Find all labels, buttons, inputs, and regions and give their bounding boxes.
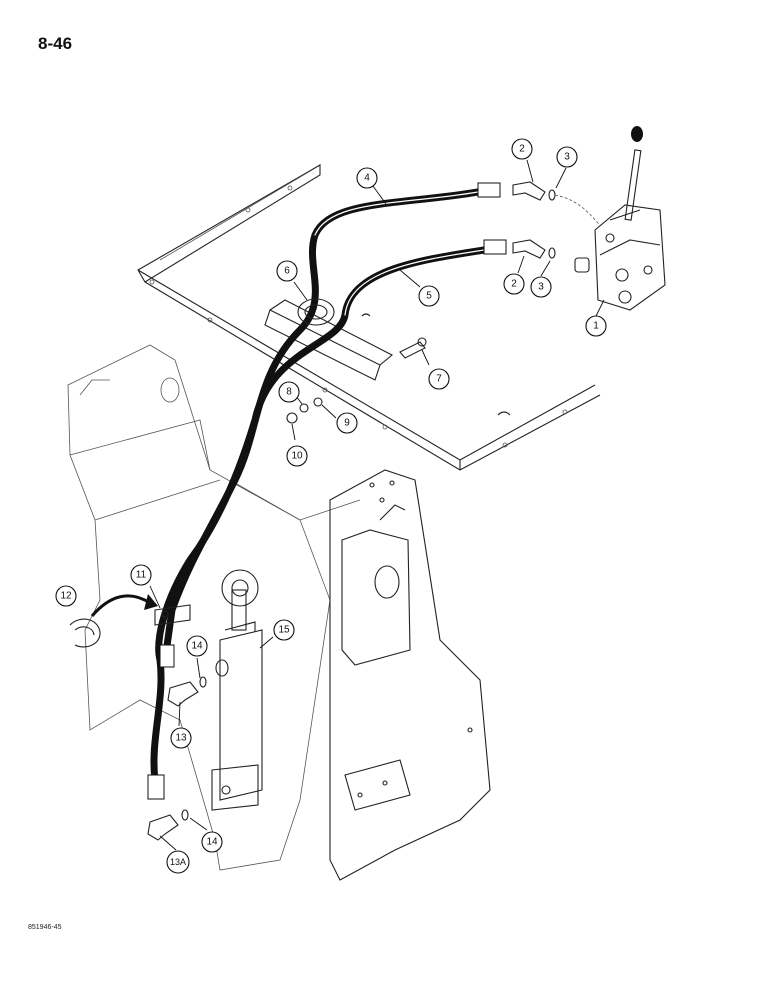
callout-7: 7 — [428, 368, 450, 390]
callout-15: 15 — [273, 619, 295, 641]
figure-code: 851946-45 — [28, 924, 62, 931]
callout-3-lower: 3 — [530, 276, 552, 298]
callout-1: 1 — [585, 315, 607, 337]
callout-label: 3 — [564, 152, 570, 163]
callout-3-upper: 3 — [556, 146, 578, 168]
page-number: 8-46 — [38, 34, 73, 53]
pointer-arrow — [90, 594, 158, 617]
hose-assembly — [150, 188, 488, 784]
callout-label: 12 — [60, 591, 72, 602]
callout-label: 8 — [286, 387, 292, 398]
callout-6: 6 — [276, 260, 298, 282]
hydraulic-cylinder — [211, 569, 263, 811]
callout-13a: 13A — [166, 850, 190, 874]
floor-plate — [137, 164, 601, 471]
callout-12: 12 — [55, 585, 77, 607]
retaining-clip — [69, 618, 101, 648]
callout-label: 4 — [364, 173, 370, 184]
leader-lines — [149, 159, 605, 851]
hose-fittings — [147, 182, 507, 800]
callout-2-upper: 2 — [511, 138, 533, 160]
callout-label: 14 — [191, 641, 203, 652]
callout-label: 15 — [278, 625, 290, 636]
callout-label: 2 — [519, 144, 525, 155]
callout-label: 14 — [206, 837, 218, 848]
fasteners — [286, 337, 427, 424]
callout-14-upper: 14 — [186, 635, 208, 657]
callout-14-lower: 14 — [201, 831, 223, 853]
callout-label: 3 — [538, 282, 544, 293]
elbow-fittings — [512, 181, 601, 259]
callout-label: 2 — [511, 279, 517, 290]
callout-13: 13 — [170, 727, 192, 749]
callout-11: 11 — [130, 564, 152, 586]
callout-label: 10 — [291, 451, 303, 462]
loader-frame — [67, 344, 361, 871]
callout-label: 13A — [170, 857, 186, 867]
callout-label: 11 — [136, 570, 147, 581]
callout-label: 13 — [175, 733, 187, 744]
hose-clip — [154, 604, 191, 626]
cylinder-elbows — [147, 676, 207, 841]
callout-label: 9 — [344, 418, 350, 429]
callout-5: 5 — [418, 285, 440, 307]
hose-clamp-ring — [297, 298, 335, 326]
control-valve — [574, 126, 666, 311]
upright-plate — [329, 469, 491, 881]
callout-9: 9 — [336, 412, 358, 434]
callout-label: 1 — [593, 321, 599, 332]
callout-10: 10 — [286, 445, 308, 467]
callout-4: 4 — [356, 167, 378, 189]
callout-label: 7 — [436, 374, 442, 385]
callout-2-lower: 2 — [503, 273, 525, 295]
callout-label: 5 — [426, 291, 432, 302]
callout-label: 6 — [284, 266, 290, 277]
callout-8: 8 — [278, 381, 300, 403]
